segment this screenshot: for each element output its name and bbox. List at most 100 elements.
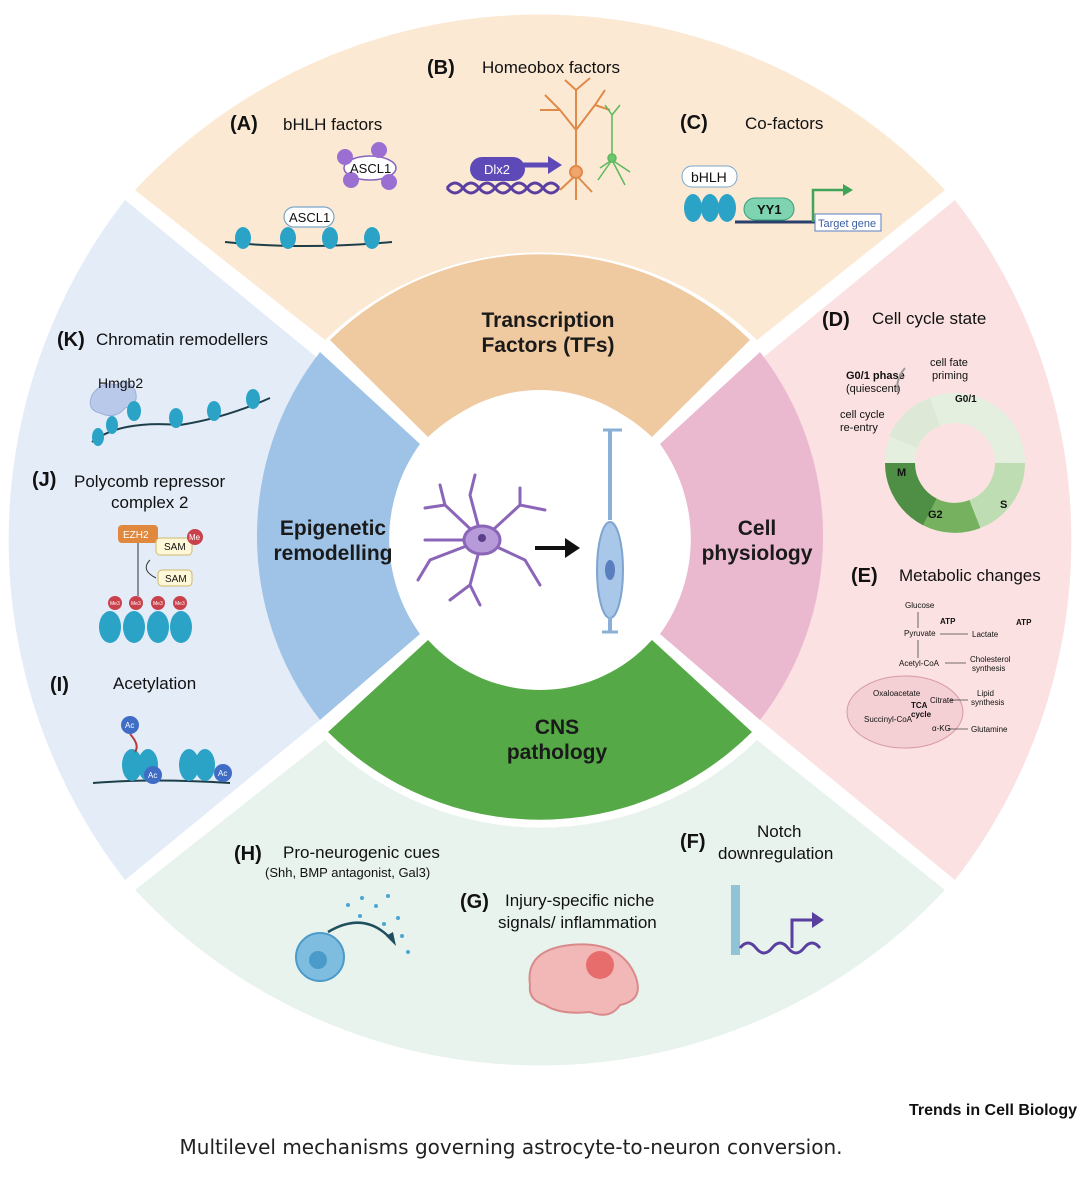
d-m-label: M: [897, 467, 906, 479]
target-gene-box: [814, 213, 882, 232]
e-acetylcoa: Acetyl-CoA: [899, 659, 940, 668]
tss-arrow: [811, 188, 845, 222]
panel-i: (I) Acetylation Ac Ac Ac: [50, 674, 232, 784]
ascl1-phospho-icon: [337, 142, 397, 190]
me3-label-4: Me3: [175, 601, 185, 607]
e-pyruvate: Pyruvate: [904, 629, 936, 638]
inner-ring: [256, 254, 824, 820]
ac-label-3: Ac: [218, 769, 227, 778]
d-s-label: S: [1000, 499, 1007, 511]
f-arrow: [790, 918, 815, 948]
dlx2-tag: [470, 157, 525, 181]
neuron-green-icon: [597, 104, 631, 186]
me3-label-2: Me3: [131, 601, 141, 607]
outer-sector-bottom: [135, 740, 945, 1066]
neuron-cell-icon: [596, 428, 624, 634]
outer-sector-top: [135, 14, 945, 340]
ac-marks: [121, 716, 232, 784]
m-phase-arc: [885, 462, 938, 526]
d-g01-label: G0/1: [955, 394, 977, 405]
arrow-icon: [535, 538, 580, 558]
ac-label-2: Ac: [148, 771, 157, 780]
nucleosome-icons-k: [92, 389, 260, 446]
panel-g-title-2: signals/ inflammation: [498, 913, 657, 932]
panel-j-letter: (J): [32, 469, 56, 491]
inner-sector-bottom: [328, 640, 752, 820]
panel-c-title: Co-factors: [745, 114, 823, 133]
panel-k-title: Chromatin remodellers: [96, 330, 268, 349]
tss-arrowhead: [843, 184, 853, 196]
me3-label-1: Me3: [110, 601, 120, 607]
sector-right-label-2: physiology: [702, 542, 813, 565]
ac-label-1: Ac: [125, 721, 134, 730]
d-priming-label-2: priming: [932, 370, 968, 382]
e-oxaloacetate: Oxaloacetate: [873, 689, 921, 698]
d-priming-label-1: cell fate: [930, 357, 968, 369]
yy1-tag: [743, 197, 795, 221]
e-arrows: [917, 612, 968, 730]
panel-h: (H) Pro-neurogenic cues (Shh, BMP antago…: [234, 843, 440, 982]
nucleosome-icons-i: [122, 749, 215, 781]
e-cholesterol-1: Cholesterol: [970, 655, 1011, 664]
e-tca-1: TCA: [911, 701, 928, 710]
nucleosome-icons-j: [99, 611, 192, 643]
panel-j-title-2: complex 2: [111, 493, 188, 512]
sam-label-2: SAM: [165, 574, 187, 585]
panel-h-title: Pro-neurogenic cues: [283, 843, 440, 862]
dlx2-label: Dlx2: [484, 162, 510, 177]
ezh2-label: EZH2: [123, 530, 149, 541]
outer-sector-right: [760, 200, 1072, 880]
journal-label: Trends in Cell Biology: [909, 1102, 1077, 1119]
panel-k-letter: (K): [57, 329, 85, 351]
panel-j-title-1: Polycomb repressor: [74, 472, 226, 491]
panel-b-title: Homeobox factors: [482, 58, 620, 77]
nucleosome-icons-c: [684, 194, 736, 222]
panel-c: (C) Co-factors bHLH YY1 Target gene: [680, 112, 882, 232]
panel-c-letter: (C): [680, 112, 708, 134]
me-circle: [187, 529, 203, 545]
dna-helix-f: [738, 941, 822, 955]
e-lipid-2: synthesis: [971, 698, 1004, 707]
e-lipid-1: Lipid: [977, 689, 994, 698]
sector-bottom-label-2: pathology: [507, 741, 608, 764]
d-quiescent-label: (quiescent): [846, 383, 900, 395]
d-phase-label: G0/1 phase: [846, 370, 905, 382]
mitochondrion-icon: [846, 675, 964, 749]
e-akg: α-KG: [932, 724, 951, 733]
panel-e-letter: (E): [851, 565, 878, 587]
panel-g: (G) Injury-specific niche signals/ infla…: [460, 891, 657, 1016]
panel-e: (E) Metabolic changes Glucose ATP Pyruva…: [846, 565, 1041, 749]
yy1-label: YY1: [757, 202, 782, 217]
neuron-orange-icon: [540, 77, 611, 200]
e-tca-2: cycle: [911, 710, 932, 719]
inner-sector-left: [256, 352, 420, 720]
h-ligand-dots: [346, 894, 410, 954]
panel-f-title-1: Notch: [757, 822, 801, 841]
h-arrowhead: [386, 932, 396, 946]
panel-a-letter: (A): [230, 113, 258, 135]
panel-g-letter: (G): [460, 891, 489, 913]
g0-arc: [889, 397, 941, 449]
sector-top-label-2: Factors (TFs): [481, 334, 614, 357]
figure-caption: Multilevel mechanisms governing astrocyt…: [180, 1135, 843, 1159]
panel-a-title: bHLH factors: [283, 115, 382, 134]
f-arrowhead: [812, 912, 824, 928]
j-sam-arrow: [145, 559, 157, 579]
ascl1-top-label: ASCL1: [350, 161, 391, 176]
d-reentry-label-1: cell cycle: [840, 409, 885, 421]
me3-marks: [108, 596, 187, 610]
panel-d: (D) Cell cycle state G0/1 phase (quiesce…: [822, 309, 1025, 533]
d-cycle-arrow: [896, 367, 906, 393]
d-reentry-label-2: re-entry: [840, 422, 878, 434]
panel-f: (F) Notch downregulation: [680, 822, 833, 955]
panel-k: (K) Chromatin remodellers Hmgb2: [57, 329, 271, 446]
dna-helix-b: [445, 181, 561, 195]
panel-h-subtitle: (Shh, BMP antagonist, Gal3): [265, 865, 430, 880]
s-phase-arc: [968, 462, 1025, 528]
panel-d-letter: (D): [822, 309, 850, 331]
inflammation-spot: [586, 951, 614, 979]
me3-label-3: Me3: [153, 601, 163, 607]
e-atp-1: ATP: [940, 617, 956, 626]
panel-i-title: Acetylation: [113, 674, 196, 693]
